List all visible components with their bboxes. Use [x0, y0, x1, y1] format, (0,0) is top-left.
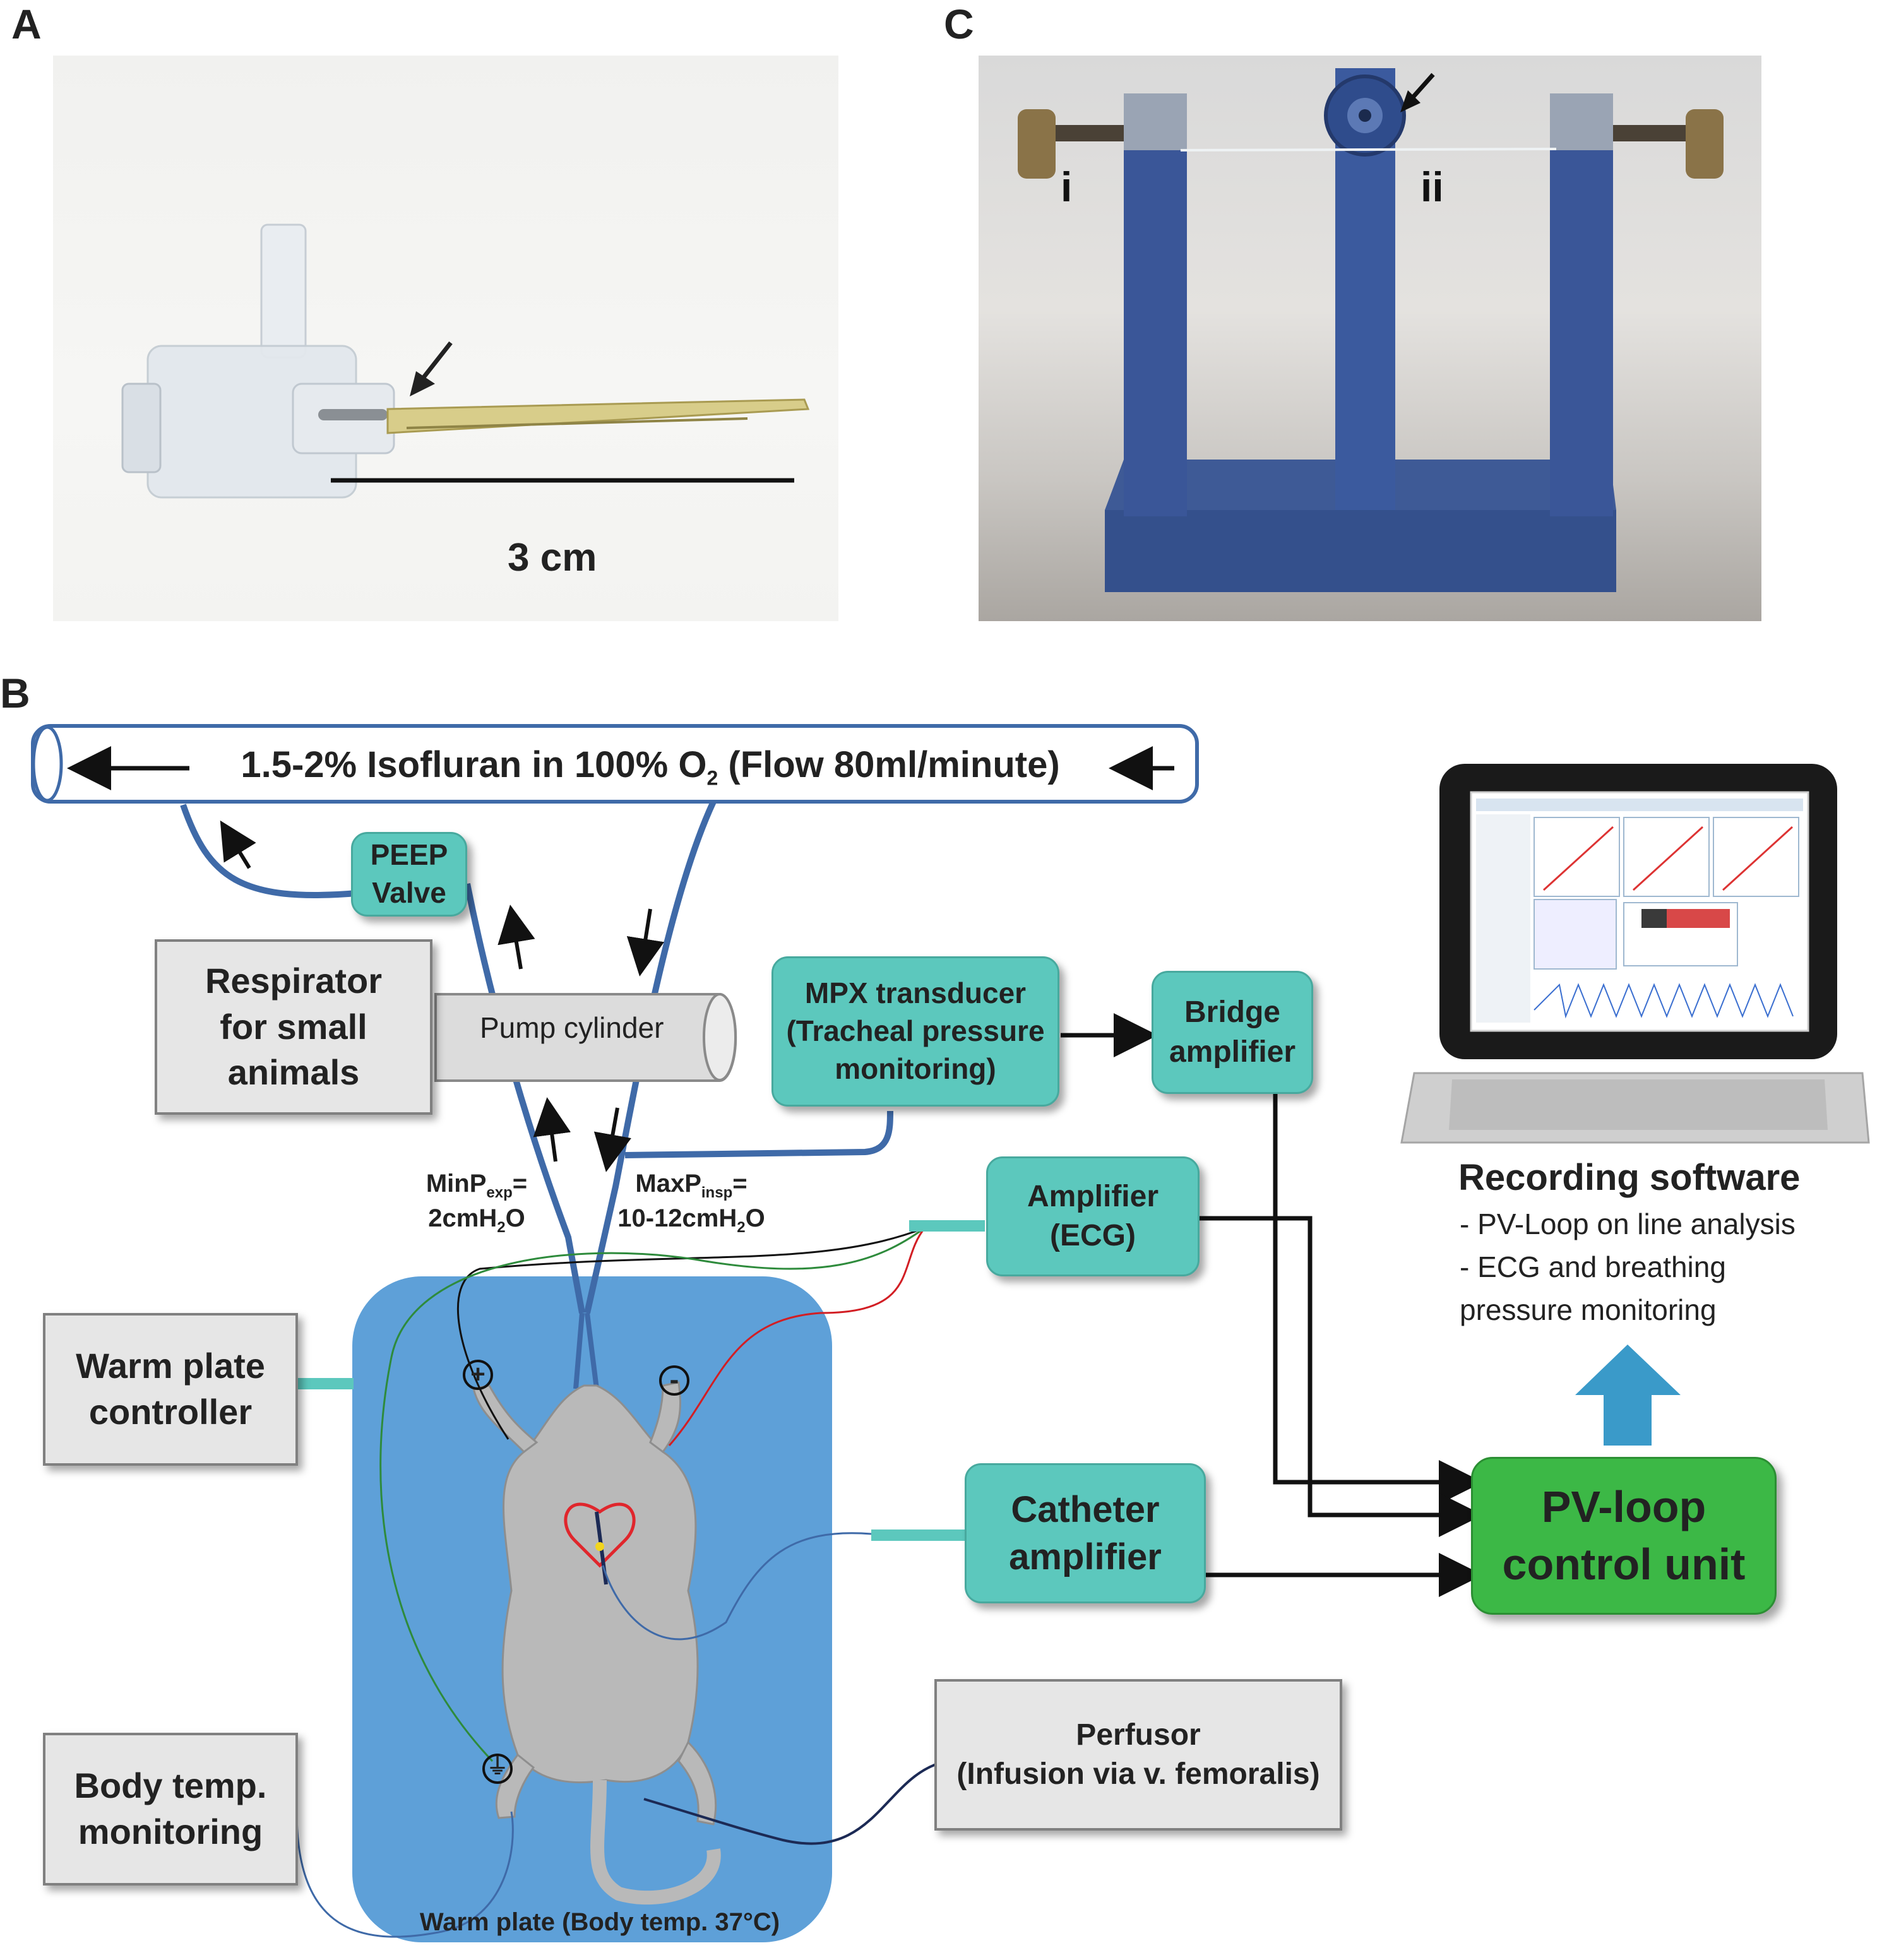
stand-label-i: i	[1061, 163, 1073, 210]
peep-valve-box: PEEP Valve	[351, 832, 467, 917]
pump-cylinder-label: Pump cylinder	[480, 1011, 664, 1044]
body-temp-monitoring-box: Body temp. monitoring	[43, 1733, 298, 1886]
expiration-tube	[180, 804, 357, 898]
cannula-drawing	[121, 223, 810, 499]
panel-label-b: B	[0, 670, 30, 716]
cannula-photo: 3 cm	[53, 56, 838, 621]
stand-drawing	[1018, 68, 1724, 592]
electrode-plus	[463, 1360, 493, 1390]
ecg-to-pvloop-line	[1200, 1216, 1483, 1537]
ecg-amplifier-box: Amplifier (ECG)	[986, 1156, 1200, 1276]
heart-icon	[564, 1502, 636, 1568]
software-feature-3: pressure monitoring	[1460, 1293, 1717, 1326]
min-pressure-label: MinPexp= 2cmH2O	[426, 1170, 528, 1236]
respirator-box: Respirator for small animals	[155, 939, 432, 1115]
scale-bar-label: 3 cm	[508, 536, 597, 579]
panel-label-c: C	[944, 1, 974, 47]
electrode-plus-symbol: +	[470, 1360, 485, 1388]
ground-icon: ⏚	[487, 1755, 508, 1779]
max-pressure-label: MaxPinsp= 10-12cmH2O	[617, 1170, 765, 1236]
laptop-icon	[1400, 764, 1870, 1144]
warm-plate-label: Warm plate (Body temp. 37°C)	[419, 1908, 780, 1936]
upload-arrow-icon	[1575, 1345, 1681, 1446]
electrode-minus	[659, 1365, 689, 1396]
software-feature-1: - PV-Loop on line analysis	[1460, 1208, 1796, 1240]
recording-software-title: Recording software	[1458, 1157, 1801, 1198]
catheter-amplifier-box: Catheter amplifier	[965, 1463, 1206, 1603]
pv-loop-control-unit-box: PV-loop control unit	[1471, 1457, 1777, 1615]
rat-silhouette	[472, 1381, 721, 1905]
bridge-amplifier-box: Bridge amplifier	[1152, 971, 1313, 1094]
mpx-transducer-box: MPX transducer (Tracheal pressure monito…	[771, 956, 1059, 1107]
software-feature-2: - ECG and breathing	[1460, 1250, 1726, 1283]
warm-plate-controller-box: Warm plate controller	[43, 1313, 298, 1466]
stand-label-ii: ii	[1420, 163, 1444, 210]
electrode-ground	[482, 1754, 513, 1784]
panel-label-a: A	[11, 1, 42, 47]
electrode-minus-symbol: -	[669, 1364, 679, 1395]
stand-photo: i ii	[979, 56, 1761, 621]
perfusor-box: Perfusor (Infusion via v. femoralis)	[934, 1679, 1342, 1831]
isoflurane-label: 1.5-2% Isofluran in 100% O2 (Flow 80ml/m…	[241, 744, 1060, 790]
